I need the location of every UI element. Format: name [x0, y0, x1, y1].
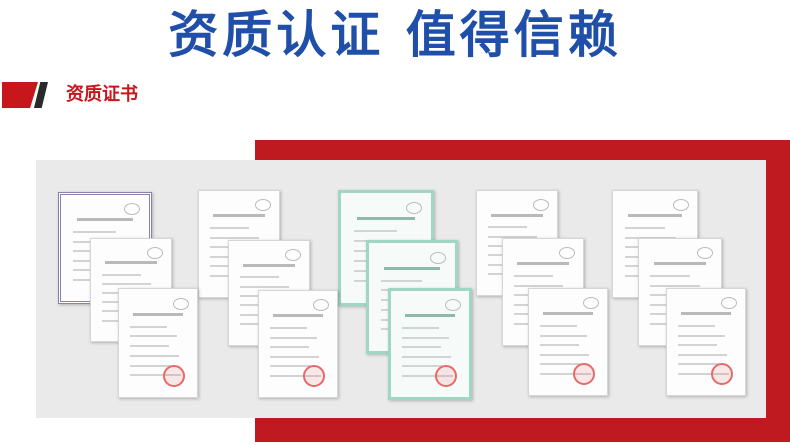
certificate-text-line — [129, 345, 169, 348]
certificate-text-line — [401, 327, 440, 330]
certificate-image — [388, 288, 472, 400]
certificate-text-line — [539, 363, 581, 366]
certificate-text-line — [129, 335, 178, 338]
certificate-text-line — [401, 336, 450, 339]
certificate-title-line — [384, 266, 440, 270]
red-seal-icon — [572, 363, 595, 386]
certificate-text-line — [210, 227, 249, 230]
red-seal-icon — [302, 365, 325, 388]
certificate-image — [666, 288, 746, 396]
certificate-emblem-icon — [583, 297, 600, 310]
certificate-title-line — [653, 262, 707, 266]
certificate-text-line — [488, 235, 537, 238]
certificate-text-line — [102, 273, 141, 276]
certificate-text-line — [73, 231, 116, 234]
certificate-emblem-icon — [721, 297, 738, 310]
certificate-title-line — [133, 312, 183, 316]
certificate-text-line — [539, 325, 578, 328]
certificate-title-line — [213, 214, 265, 218]
certificate-text-line — [129, 354, 180, 357]
certificate-image — [528, 288, 608, 396]
red-seal-icon — [162, 365, 185, 388]
certificate-text-line — [210, 236, 259, 239]
certificate-title-line — [405, 314, 455, 318]
certificate-text-line — [240, 285, 289, 288]
certificate-title-line — [243, 263, 295, 267]
certificate-text-line — [624, 227, 666, 230]
certificate-title-line — [273, 314, 323, 318]
certificate-text-line — [539, 372, 591, 375]
certificate-text-line — [677, 334, 726, 337]
certificate-text-line — [269, 336, 318, 339]
certificate-emblem-icon — [406, 201, 422, 214]
certificate-title-line — [628, 214, 682, 218]
certificate-text-line — [401, 355, 452, 358]
certificate-emblem-icon — [696, 247, 713, 260]
certificate-text-line — [102, 282, 151, 285]
certificate-text-line — [624, 236, 676, 239]
certificate-emblem-icon — [533, 199, 549, 212]
certificate-text-line — [269, 346, 309, 349]
certificate-text-line — [677, 363, 719, 366]
certificate-emblem-icon — [430, 251, 447, 264]
certificate-title-line — [543, 312, 593, 316]
certificate-text-line — [381, 279, 423, 282]
certificate-emblem-icon — [672, 199, 689, 212]
certificate-title-line — [105, 261, 157, 265]
certificate-text-line — [650, 284, 701, 287]
certificate-emblem-icon — [313, 299, 330, 312]
certificate-text-line — [650, 275, 690, 278]
certificate-text-line — [401, 374, 453, 377]
certificate-image — [118, 288, 198, 398]
certificate-text-line — [514, 284, 563, 287]
section-heading: 资质证书 — [0, 80, 300, 110]
certificate-image — [258, 290, 338, 398]
certificate-text-line — [401, 346, 441, 349]
certificate-text-line — [240, 276, 279, 279]
certificate-text-line — [539, 334, 588, 337]
certificate-text-line — [539, 353, 590, 356]
certificate-emblem-icon — [255, 199, 271, 212]
certificate-title-line — [491, 213, 543, 217]
certificate-text-line — [269, 327, 308, 330]
certificate-text-line — [129, 374, 181, 377]
certificate-text-line — [539, 344, 579, 347]
red-seal-icon — [434, 365, 457, 388]
certificate-text-line — [488, 226, 527, 229]
certificate-emblem-icon — [147, 247, 163, 260]
certificate-text-line — [677, 325, 716, 328]
certificate-text-line — [269, 365, 311, 368]
certificate-text-line — [129, 325, 168, 328]
certificate-title-line — [357, 217, 415, 221]
page-headline: 资质认证 值得信赖 — [168, 6, 622, 64]
certificate-text-line — [677, 372, 729, 375]
certificate-title-line — [76, 218, 134, 222]
certificate-text-line — [353, 230, 397, 233]
certificate-text-line — [269, 374, 321, 377]
certificate-emblem-icon — [124, 203, 141, 216]
certificate-emblem-icon — [173, 297, 190, 310]
certificate-emblem-icon — [285, 249, 301, 262]
certificate-text-line — [514, 275, 553, 278]
certificate-text-line — [269, 355, 320, 358]
certificate-text-line — [677, 353, 728, 356]
certificate-title-line — [681, 312, 731, 316]
certificate-title-line — [517, 262, 569, 266]
heading-red-stripe — [2, 82, 38, 108]
certificate-emblem-icon — [559, 247, 575, 260]
certificate-emblem-icon — [445, 299, 462, 312]
section-title: 资质证书 — [66, 84, 138, 105]
red-seal-icon — [710, 363, 733, 386]
certificate-text-line — [129, 364, 171, 367]
certificate-text-line — [677, 344, 717, 347]
certificate-text-line — [401, 365, 443, 368]
